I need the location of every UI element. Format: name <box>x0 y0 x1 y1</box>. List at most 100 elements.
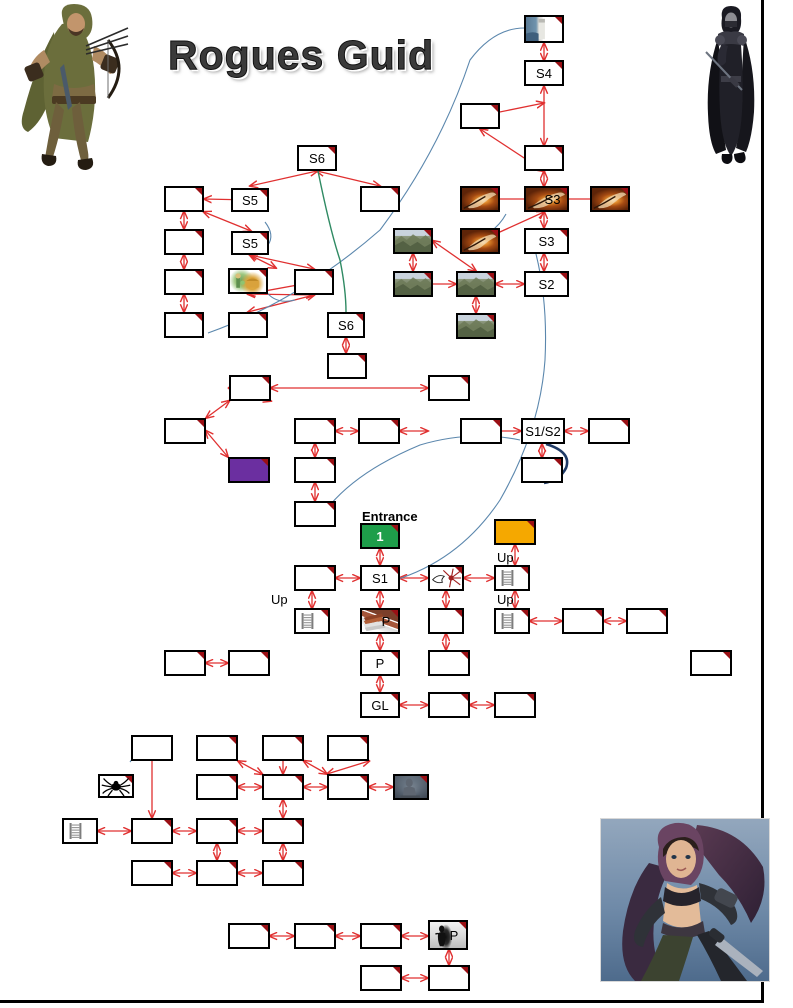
room-plain[interactable] <box>294 565 336 591</box>
room-plain[interactable] <box>294 923 336 949</box>
room-plain[interactable] <box>460 418 502 444</box>
room-plain[interactable] <box>294 269 334 295</box>
room-plain[interactable] <box>494 692 536 718</box>
room-plain[interactable] <box>428 375 470 401</box>
room-plain[interactable] <box>327 735 369 761</box>
room-s6[interactable]: S6 <box>327 312 365 338</box>
room-plain[interactable] <box>262 818 304 844</box>
room-label: S5 <box>242 192 258 208</box>
room-plain[interactable] <box>690 650 732 676</box>
room-plain[interactable] <box>131 818 173 844</box>
room-s1-s2[interactable]: S1/S2 <box>521 418 565 444</box>
books-image <box>362 610 398 632</box>
room-s2[interactable]: S2 <box>524 271 569 297</box>
room-plain[interactable] <box>228 923 270 949</box>
room-plain[interactable] <box>164 186 204 212</box>
room-gl[interactable]: GL <box>360 692 400 718</box>
room-label: S6 <box>338 317 354 333</box>
room-spider[interactable] <box>98 774 134 798</box>
room-plain[interactable] <box>358 418 400 444</box>
room-fire[interactable] <box>460 186 500 212</box>
room-plain[interactable] <box>196 774 238 800</box>
room-s5[interactable]: S5 <box>231 231 269 255</box>
room-purple[interactable] <box>228 457 270 483</box>
room-plain[interactable] <box>524 145 564 171</box>
room-plain[interactable] <box>626 608 668 634</box>
room-plain[interactable] <box>196 818 238 844</box>
room-plain[interactable] <box>428 650 470 676</box>
room-rock[interactable] <box>456 313 496 339</box>
up-label-right-1: Up <box>497 550 514 565</box>
room-plain[interactable] <box>428 692 470 718</box>
room-ladder-up[interactable] <box>494 565 530 591</box>
room-plain[interactable] <box>521 457 563 483</box>
room-plain[interactable] <box>327 353 367 379</box>
tower-image <box>526 17 562 41</box>
room-plain[interactable] <box>228 312 268 338</box>
room-plain[interactable] <box>262 860 304 886</box>
room-ladder-up[interactable] <box>294 608 330 634</box>
room-plain[interactable] <box>164 312 204 338</box>
room-s5[interactable]: S5 <box>231 188 269 212</box>
room-ladder-up[interactable] <box>494 608 530 634</box>
room-plain[interactable] <box>428 965 470 991</box>
room-plain[interactable] <box>294 501 336 527</box>
room-plain[interactable] <box>360 923 402 949</box>
room-plain[interactable] <box>196 860 238 886</box>
room-plain[interactable] <box>460 103 500 129</box>
room-fire[interactable] <box>590 186 630 212</box>
room-plain[interactable] <box>196 735 238 761</box>
room-plain[interactable] <box>562 608 604 634</box>
room-rock[interactable] <box>456 271 496 297</box>
room-plain[interactable] <box>262 774 304 800</box>
room-plain[interactable] <box>131 860 173 886</box>
room-treasure[interactable] <box>228 268 268 294</box>
room-s4[interactable]: S4 <box>524 60 564 86</box>
room-statue[interactable] <box>393 774 429 800</box>
room-plain[interactable] <box>327 774 369 800</box>
room-plain[interactable] <box>294 418 336 444</box>
female-rogue-artwork <box>600 818 770 982</box>
room-s3[interactable]: S3 <box>524 186 569 212</box>
room-fire[interactable] <box>460 228 500 254</box>
room-plain[interactable] <box>164 650 206 676</box>
room-label: GL <box>371 697 389 713</box>
room-dark-figure[interactable]: P <box>428 920 468 950</box>
room-connector <box>250 255 314 269</box>
trap-image <box>430 567 462 589</box>
room-plain[interactable] <box>360 965 402 991</box>
room-plain[interactable] <box>294 457 336 483</box>
room-connector <box>327 761 369 774</box>
room-connector <box>206 431 228 457</box>
room-plain[interactable] <box>228 650 270 676</box>
room-label: P <box>381 613 391 629</box>
page-border-right <box>761 0 764 1002</box>
room-plain[interactable] <box>164 229 204 255</box>
room-plain[interactable] <box>588 418 630 444</box>
room-s1[interactable]: S1 <box>360 565 400 591</box>
room-trap[interactable] <box>428 565 464 591</box>
treasure-image <box>230 270 266 292</box>
room-label: S1 <box>372 570 388 586</box>
room-plain[interactable] <box>360 186 400 212</box>
room-plain[interactable] <box>164 269 204 295</box>
room-library[interactable]: P <box>360 608 400 634</box>
room-s3[interactable]: S3 <box>524 228 569 254</box>
room-rock[interactable] <box>393 228 433 254</box>
room-plain[interactable] <box>428 608 464 634</box>
room-p[interactable]: P <box>360 650 400 676</box>
room-ladder[interactable] <box>62 818 98 844</box>
spider-image <box>100 776 132 796</box>
room-plain[interactable] <box>131 735 173 761</box>
room-label: S2 <box>538 276 555 292</box>
room-rock[interactable] <box>393 271 433 297</box>
room-orange[interactable] <box>494 519 536 545</box>
up-label-left: Up <box>271 592 288 607</box>
room-tower-view[interactable] <box>524 15 564 43</box>
room-s6[interactable]: S6 <box>297 145 337 171</box>
room-plain[interactable] <box>262 735 304 761</box>
ladder-icon <box>69 823 82 839</box>
room-plain[interactable] <box>164 418 206 444</box>
room-plain[interactable] <box>229 375 271 401</box>
room-entrance[interactable]: 1 <box>360 523 400 549</box>
